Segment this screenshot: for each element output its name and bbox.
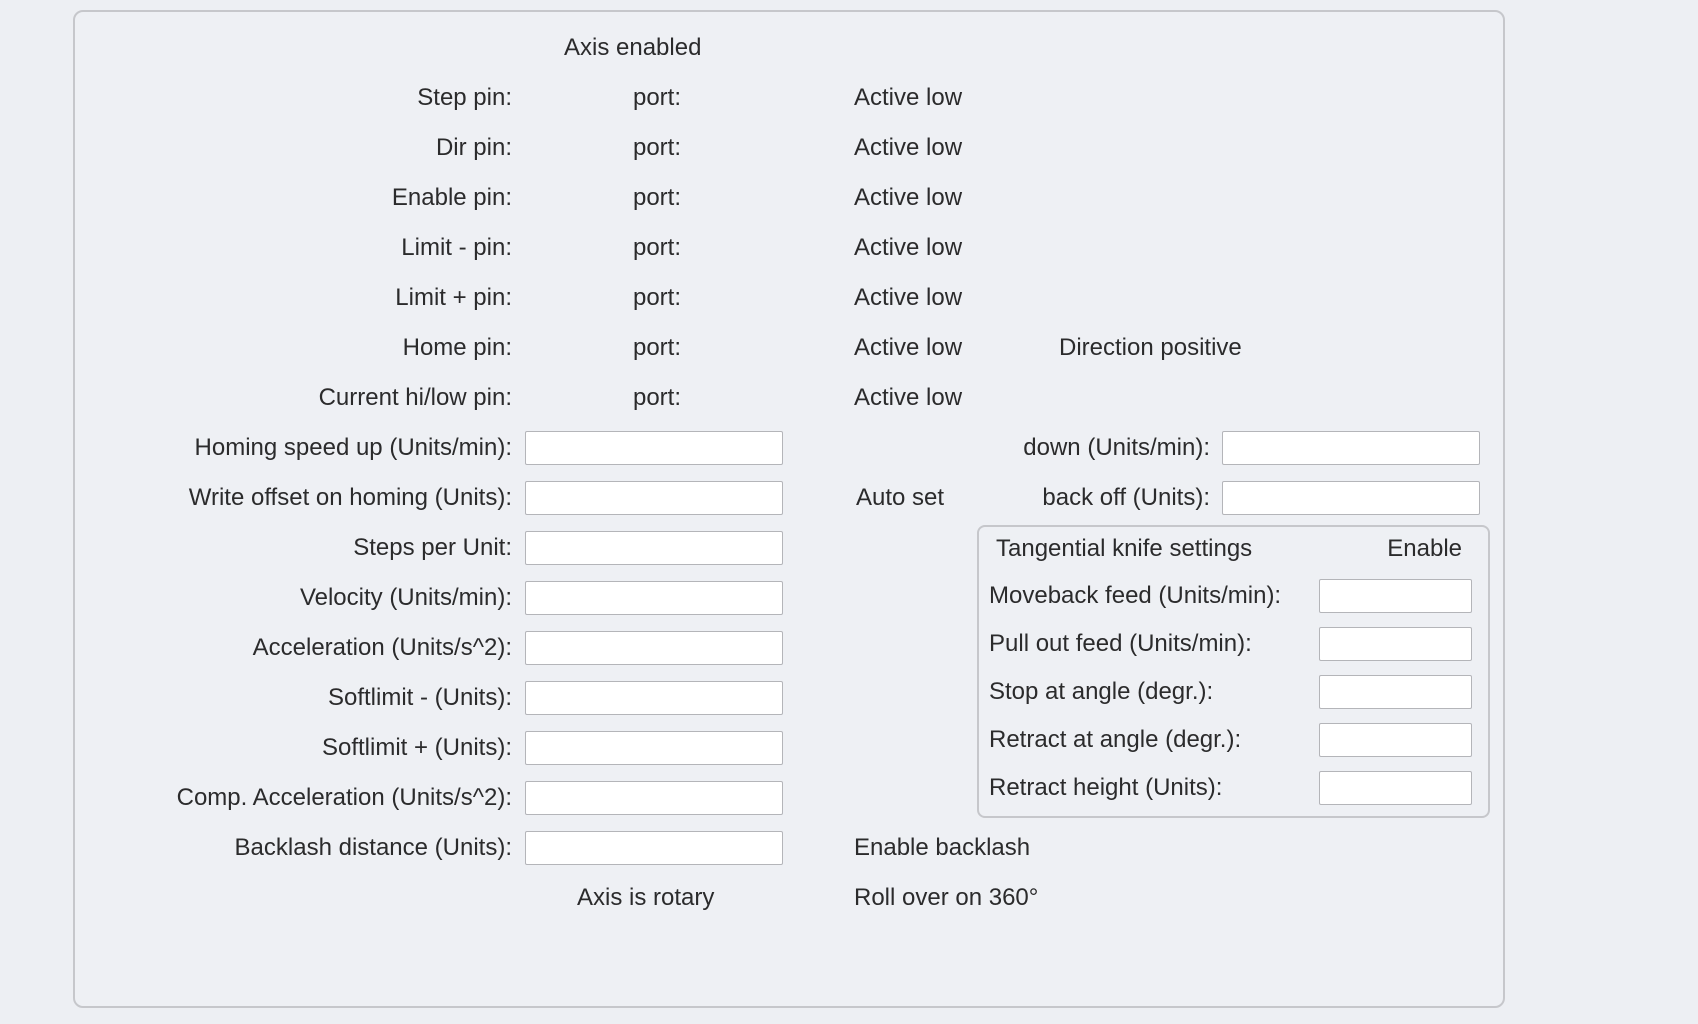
- home-pin-port-label: port:: [632, 334, 682, 361]
- acceleration-input[interactable]: [525, 631, 783, 665]
- write-offset-label: Write offset on homing (Units):: [188, 484, 512, 511]
- softlimit-plus-input[interactable]: [525, 731, 783, 765]
- limit-plus-pin-label: Limit + pin:: [395, 284, 512, 311]
- limit-plus-pin-port-label: port:: [632, 284, 682, 311]
- enable-pin-port-label: port:: [632, 184, 682, 211]
- step-pin-active-low-label[interactable]: Active low: [854, 84, 963, 111]
- write-offset-input[interactable]: [525, 481, 783, 515]
- moveback-feed-label: Moveback feed (Units/min):: [989, 582, 1282, 609]
- limit-minus-pin-label: Limit - pin:: [401, 234, 512, 261]
- current-hilow-pin-port-label: port:: [632, 384, 682, 411]
- limit-minus-pin-active-low-label[interactable]: Active low: [854, 234, 963, 261]
- stop-at-angle-label: Stop at angle (degr.):: [989, 678, 1214, 705]
- dir-pin-active-low-label[interactable]: Active low: [854, 134, 963, 161]
- moveback-feed-input[interactable]: [1319, 579, 1472, 613]
- retract-height-input[interactable]: [1319, 771, 1472, 805]
- pull-out-feed-label: Pull out feed (Units/min):: [989, 630, 1252, 657]
- retract-height-label: Retract height (Units):: [989, 774, 1223, 801]
- acceleration-label: Acceleration (Units/s^2):: [252, 634, 512, 661]
- back-off-input[interactable]: [1222, 481, 1480, 515]
- velocity-input[interactable]: [525, 581, 783, 615]
- home-pin-label: Home pin:: [402, 334, 512, 361]
- homing-speed-up-label: Homing speed up (Units/min):: [194, 434, 512, 461]
- comp-acceleration-input[interactable]: [525, 781, 783, 815]
- softlimit-minus-input[interactable]: [525, 681, 783, 715]
- home-direction-positive-label[interactable]: Direction positive: [1059, 334, 1242, 361]
- tangential-knife-group: Tangential knife settings Enable Movebac…: [977, 525, 1490, 818]
- roll-over-360-label[interactable]: Roll over on 360°: [854, 884, 1039, 911]
- current-hilow-pin-label: Current hi/low pin:: [318, 384, 512, 411]
- pull-out-feed-input[interactable]: [1319, 627, 1472, 661]
- step-pin-label: Step pin:: [417, 84, 512, 111]
- enable-backlash-label[interactable]: Enable backlash: [854, 834, 1031, 861]
- limit-plus-pin-active-low-label[interactable]: Active low: [854, 284, 963, 311]
- homing-speed-up-input[interactable]: [525, 431, 783, 465]
- dir-pin-port-label: port:: [632, 134, 682, 161]
- home-pin-active-low-label[interactable]: Active low: [854, 334, 963, 361]
- softlimit-minus-label: Softlimit - (Units):: [327, 684, 512, 711]
- tangential-knife-title: Tangential knife settings: [996, 535, 1253, 562]
- steps-per-unit-input[interactable]: [525, 531, 783, 565]
- homing-speed-down-input[interactable]: [1222, 431, 1480, 465]
- dir-pin-label: Dir pin:: [435, 134, 512, 161]
- axis-is-rotary-label[interactable]: Axis is rotary: [577, 884, 715, 911]
- comp-acceleration-label: Comp. Acceleration (Units/s^2):: [176, 784, 512, 811]
- homing-speed-down-label: down (Units/min):: [1023, 434, 1210, 461]
- tangential-enable-label[interactable]: Enable: [1387, 535, 1462, 562]
- limit-minus-pin-port-label: port:: [632, 234, 682, 261]
- backlash-distance-input[interactable]: [525, 831, 783, 865]
- axis-enabled-label[interactable]: Axis enabled: [564, 34, 702, 61]
- retract-at-angle-input[interactable]: [1319, 723, 1472, 757]
- step-pin-port-label: port:: [632, 84, 682, 111]
- steps-per-unit-label: Steps per Unit:: [353, 534, 512, 561]
- retract-at-angle-label: Retract at angle (degr.):: [989, 726, 1242, 753]
- velocity-label: Velocity (Units/min):: [299, 584, 512, 611]
- backlash-distance-label: Backlash distance (Units):: [234, 834, 512, 861]
- enable-pin-label: Enable pin:: [391, 184, 512, 211]
- auto-set-label[interactable]: Auto set: [856, 484, 945, 511]
- softlimit-plus-label: Softlimit + (Units):: [321, 734, 512, 761]
- axis-settings-panel: Axis enabled Step pin: port: Active low …: [73, 10, 1505, 1008]
- back-off-label: back off (Units):: [1042, 484, 1210, 511]
- enable-pin-active-low-label[interactable]: Active low: [854, 184, 963, 211]
- stop-at-angle-input[interactable]: [1319, 675, 1472, 709]
- current-hilow-pin-active-low-label[interactable]: Active low: [854, 384, 963, 411]
